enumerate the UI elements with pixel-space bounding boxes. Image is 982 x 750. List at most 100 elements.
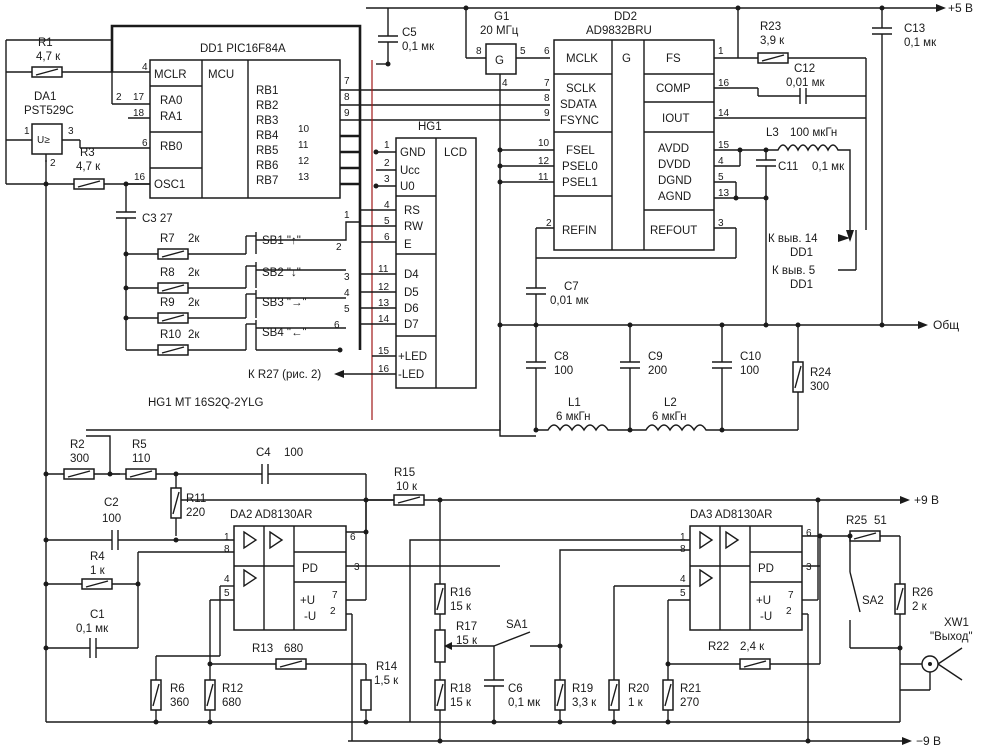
dd2-lpin-7: 2 — [546, 218, 552, 229]
hg1-pin12: 12 — [378, 282, 390, 293]
hg1-type: LCD — [444, 147, 467, 159]
da3-pd: PD — [758, 563, 774, 575]
sb4-label: SB4 "←" — [262, 327, 307, 339]
dd2-refin: REFIN — [562, 225, 597, 237]
da3-ref: DA3 AD8130AR — [690, 509, 772, 521]
sb3-label: SB3 "→" — [262, 297, 307, 309]
r7-ref: R7 — [160, 233, 175, 245]
da2-ref: DA2 AD8130AR — [230, 509, 312, 521]
l1-value: 6 мкГн — [556, 411, 590, 423]
r12-resistor: R12 680 — [204, 679, 243, 722]
r6-value: 360 — [170, 697, 189, 709]
c2-value: 100 — [102, 513, 121, 525]
hg1-gnd: GND — [400, 147, 426, 159]
da1-part: PST529C — [24, 105, 74, 117]
c12-value: 0,01 мк — [786, 77, 825, 89]
dd2-lpin-4: 10 — [538, 138, 550, 149]
c2-capacitor: C2 100 — [46, 497, 234, 550]
bus-num-4: 4 — [344, 288, 350, 299]
dd2-lpin-0: 6 — [544, 46, 550, 57]
dd1-pin-rb0: 6 — [142, 138, 148, 149]
dd1-mclr: MCLR — [154, 69, 187, 81]
dd1-pin-ra1: 18 — [133, 108, 145, 119]
dd2-rpin-0: 1 — [718, 46, 724, 57]
dd2-fsync: FSYNC — [560, 115, 599, 127]
r16-value: 15 к — [450, 601, 472, 613]
hg1-model: HG1 MT 16S2Q-2YLG — [148, 397, 264, 409]
dd2-rpin-7: 3 — [718, 218, 724, 229]
dd1-pin-rb3: 9 — [344, 108, 350, 119]
r22-value: 2,4 к — [740, 641, 765, 653]
c8-capacitor: C8 100 — [526, 325, 573, 430]
hg1-pin5: 5 — [384, 216, 390, 227]
hg1-pin3: 3 — [384, 174, 390, 185]
c6-capacitor: C6 0,1 мк — [484, 679, 541, 722]
r6-ref: R6 — [170, 683, 185, 695]
r22-ref: R22 — [708, 641, 729, 653]
c5-capacitor: C5 0,1 мк — [376, 8, 435, 65]
hg1-pin4: 4 — [384, 200, 390, 211]
r19-resistor: R19 3,3 к — [554, 646, 597, 722]
dd1-bus-top — [110, 24, 362, 350]
r5-value: 110 — [132, 453, 150, 465]
dd2-rpin-2: 14 — [718, 108, 730, 119]
r3-resistor: R3 4,7 к — [73, 147, 105, 190]
r24-value: 300 — [810, 381, 829, 393]
da2-pin6: 6 — [350, 532, 356, 543]
da2-mu: -U — [304, 611, 316, 623]
r17-value: 15 к — [456, 635, 478, 647]
da3-mu: -U — [760, 611, 772, 623]
r5-ref: R5 — [132, 439, 147, 451]
r5-resistor: R5 110 — [110, 439, 176, 480]
c4-capacitor: C4 100 — [176, 447, 366, 484]
c3-label: C3 27 — [142, 213, 173, 225]
top-feed-wire — [86, 420, 501, 431]
c5-ref: C5 — [402, 27, 417, 39]
minus9-label: −9 В — [916, 734, 941, 748]
r1-ref: R1 — [38, 37, 53, 49]
hg1-ucc: Ucc — [400, 165, 420, 177]
da2-pin1: 1 — [224, 532, 230, 543]
dd2-psel0: PSEL0 — [562, 161, 598, 173]
hg1-pin15: 15 — [378, 346, 390, 357]
l1-inductor: L1 6 мкГн — [536, 397, 630, 432]
c11-ref: C11 — [778, 161, 798, 173]
dd2-lpin-1: 7 — [544, 78, 550, 89]
dd1-pin-mclr: 4 — [142, 62, 148, 73]
r4-resistor: R4 1 к — [46, 551, 234, 590]
bus-num-1: 1 — [344, 210, 350, 221]
r10-value: 2к — [188, 329, 200, 341]
c11-capacitor: C11 0,1 мк — [756, 150, 845, 173]
da3-pin4: 4 — [680, 574, 686, 585]
g1-freq: 20 МГц — [480, 25, 519, 37]
hg1-pin16: 16 — [378, 364, 390, 375]
hg1-d7: D7 — [404, 319, 419, 331]
dd2-avdd: AVDD — [658, 143, 689, 155]
dd1-bus-taps — [340, 134, 360, 186]
r18-ref: R18 — [450, 683, 471, 695]
dd1-pin-rb1: 7 — [344, 76, 350, 87]
r22-resistor: R22 2,4 к — [668, 641, 820, 670]
hg1-pin1: 1 — [384, 140, 390, 151]
dd1-rb3: RB3 — [256, 115, 278, 127]
c3-capacitor: C3 27 — [116, 184, 173, 350]
c1-capacitor: C1 0,1 мк — [46, 584, 139, 658]
r20-ref: R20 — [628, 683, 649, 695]
r6-resistor: R6 360 — [150, 655, 220, 722]
dd1-pin-rb6: 12 — [298, 156, 310, 167]
dd2-rpin-6: 13 — [718, 188, 730, 199]
button-r7-sb1: R7 2к SB1 "↑" — [126, 232, 301, 260]
r25-ref: R25 — [846, 515, 867, 527]
dd2-lpin-3: 9 — [544, 108, 550, 119]
da3-pin2: 2 — [786, 606, 792, 617]
note-to14: К выв. 14 — [768, 233, 818, 245]
dd2-ref: DD2 — [614, 11, 637, 23]
r10-ref: R10 — [160, 329, 181, 341]
r9-value: 2к — [188, 297, 200, 309]
dd1-ra1: RA1 — [160, 111, 182, 123]
r2-value: 300 — [70, 453, 89, 465]
sa1-to-da3 — [559, 549, 690, 646]
bus-num-3: 3 — [344, 272, 350, 283]
note-dd1a: DD1 — [790, 247, 813, 259]
r21-ref: R21 — [680, 683, 701, 695]
